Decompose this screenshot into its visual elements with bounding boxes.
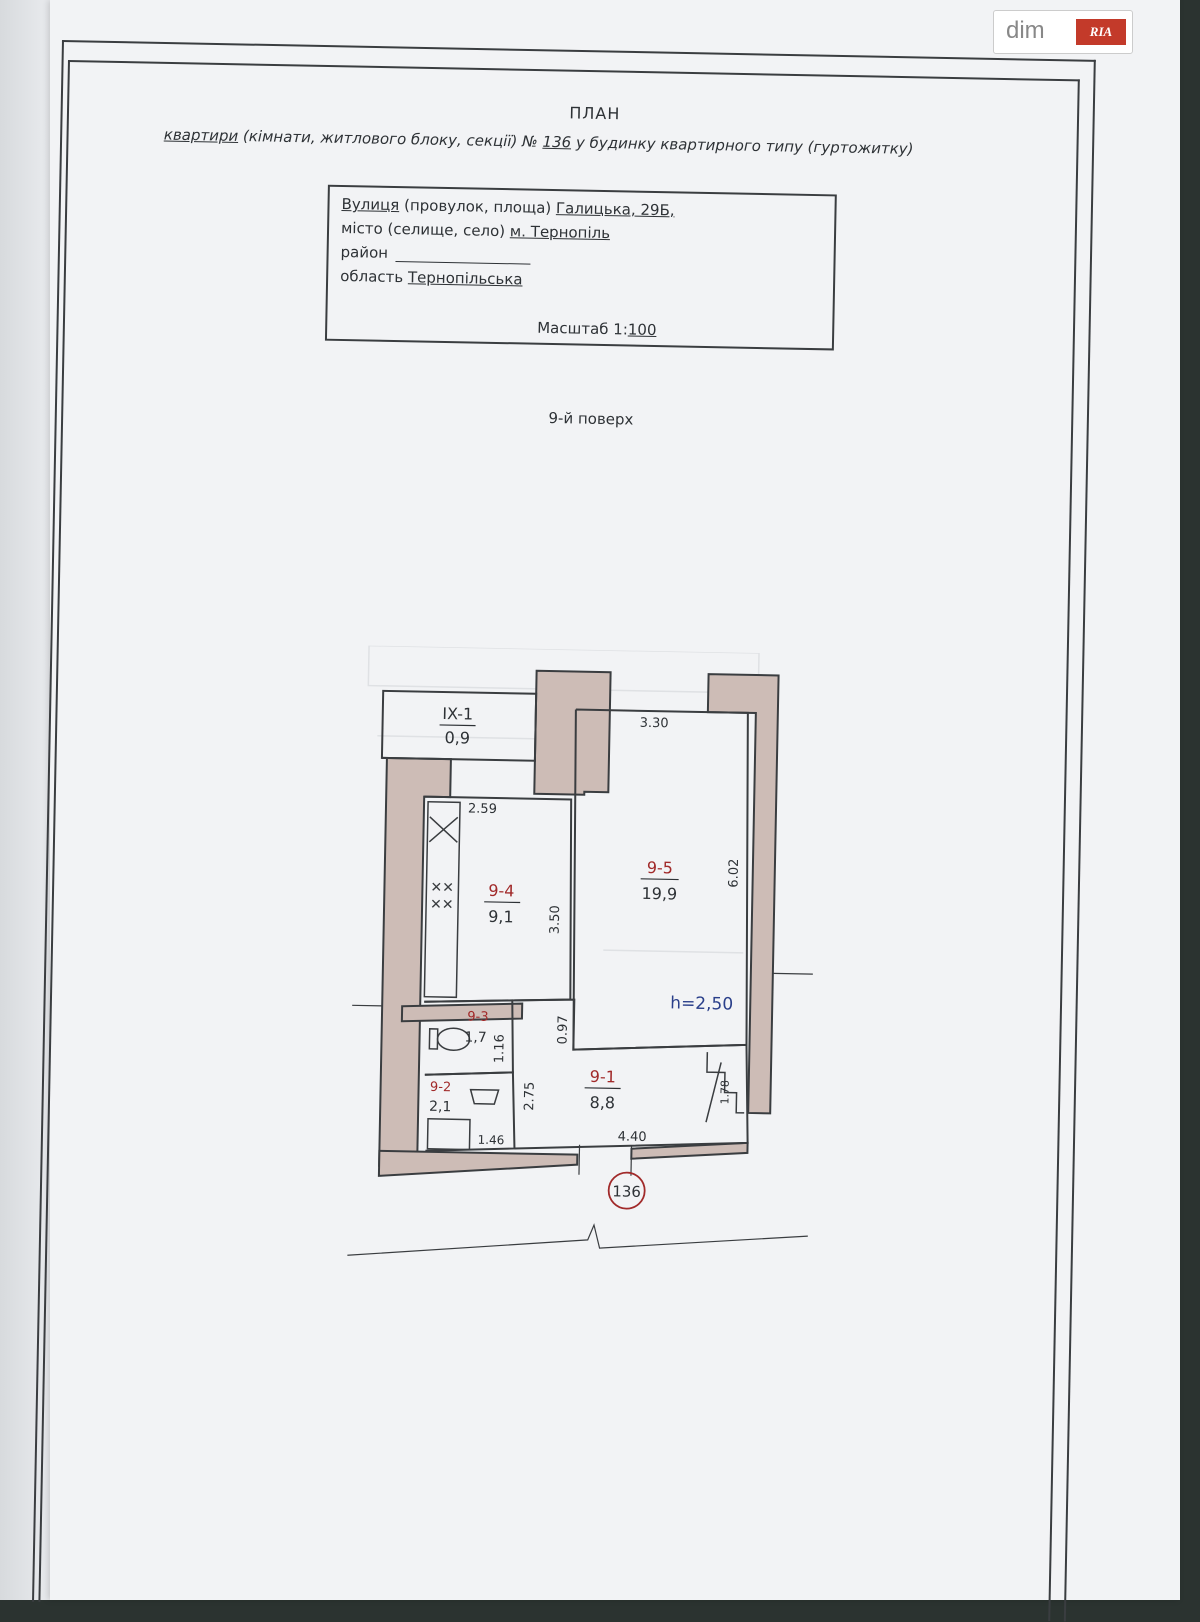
dimension-labels: 3.30 2.59 6.02 3.50 0.97 1.16 2.75 1.78 … — [468, 716, 743, 1148]
room-outlines — [380, 689, 749, 1152]
street-label-rest: (провулок, площа) — [399, 196, 557, 218]
stove-icon-2: ✕✕ — [430, 897, 454, 913]
room-ix1-area: 0,9 — [444, 728, 470, 747]
stair-arrow — [705, 1062, 722, 1123]
dim-2-75: 2.75 — [522, 1082, 538, 1111]
room-9-3-id: 9-3 — [467, 1010, 489, 1025]
washbasin-icon — [469, 1088, 500, 1105]
apartment-marker-circle — [607, 1171, 646, 1210]
page-title: ПЛАН — [569, 103, 621, 124]
wall-top-left — [533, 669, 612, 796]
toilet-tank — [428, 1028, 439, 1050]
room-labels: IX-1 0,9 9-4 9,1 9-5 19,9 9-3 1,7 9-2 2,… — [429, 704, 679, 1115]
shower-tray — [426, 1118, 471, 1151]
ceiling-height: h=2,50 — [670, 993, 733, 1014]
stairs — [705, 1052, 745, 1123]
subtitle-apartment-word: квартири — [163, 125, 239, 145]
kitchen-counter — [423, 800, 461, 999]
wall-left — [378, 756, 452, 1168]
underlying-page — [0, 0, 50, 1600]
kitchen-equipment: ✕✕ ✕✕ — [423, 800, 461, 999]
dim-1-78: 1.78 — [718, 1080, 731, 1105]
district-label: район — [340, 242, 389, 262]
room-9-4-area: 9,1 — [488, 907, 514, 926]
scale-label: Масштаб 1: — [537, 318, 629, 339]
district-line: район — [340, 242, 532, 265]
room-9-4-id: 9-4 — [488, 881, 515, 900]
room-9-1-id: 9-1 — [590, 1067, 617, 1086]
city-value: м. Тернопіль — [509, 222, 611, 243]
street-value: Галицька, 29Б, — [555, 199, 675, 220]
watermark-logo: dim RIA — [993, 10, 1133, 54]
region-label: область — [340, 266, 409, 287]
left-break — [352, 1004, 383, 1007]
room-9-1-rule — [584, 1087, 621, 1090]
dim-4-40: 4.40 — [618, 1129, 647, 1145]
room-ix1-rule — [439, 724, 476, 727]
room-ix1-id: IX-1 — [442, 704, 473, 724]
city-label: місто (селище, село) — [340, 218, 511, 241]
apartment-marker-number: 136 — [612, 1182, 641, 1201]
wall-mid — [400, 1002, 524, 1023]
dim-6-02: 6.02 — [727, 859, 743, 888]
logo-ria-text: RIA — [1076, 19, 1126, 45]
dimension-lines — [347, 972, 813, 1256]
room-9-2-area: 2,1 — [429, 1099, 452, 1115]
dim-1-16: 1.16 — [492, 1034, 508, 1063]
scale-value: 100 — [627, 320, 657, 340]
room-9-5-rule — [640, 878, 679, 881]
wall-bottom-left — [377, 1149, 579, 1177]
floor-label: 9-й поверх — [548, 408, 634, 429]
dim-3-50: 3.50 — [548, 905, 564, 934]
room-9-1-area: 8,8 — [589, 1093, 615, 1112]
room-ix1-outline — [380, 689, 538, 762]
dim-3-30: 3.30 — [639, 716, 668, 732]
apartment-number: 136 — [542, 132, 572, 152]
stair-steps — [706, 1052, 745, 1114]
room-9-1-outline — [514, 998, 749, 1150]
room-9-5-area: 19,9 — [641, 884, 677, 904]
bottom-tick-2 — [630, 1145, 633, 1176]
district-blank — [395, 247, 532, 265]
plan-sheet — [50, 0, 1180, 1600]
wall-top-right — [706, 673, 780, 1115]
page-subtitle: квартири (кімнати, житлового блоку, секц… — [164, 126, 914, 158]
stove-icon: ✕✕ — [430, 880, 454, 896]
region-line: область Тернопільська — [340, 267, 523, 288]
dim-2-59: 2.59 — [468, 802, 497, 818]
dim-0-97: 0.97 — [555, 1015, 571, 1044]
scale-line: Масштаб 1:100 — [537, 319, 657, 339]
subtitle-middle: (кімнати, житлового блоку, секції) № — [238, 126, 543, 151]
street-label: Вулиця — [341, 194, 400, 215]
street-line: Вулиця (провулок, площа) Галицька, 29Б, — [341, 195, 674, 219]
floor-plan: ✕✕ ✕✕ — [347, 645, 813, 1256]
region-value: Тернопільська — [407, 268, 523, 289]
room-9-5-id: 9-5 — [647, 858, 674, 877]
dim-1-46: 1.46 — [477, 1133, 504, 1148]
bath-fixtures — [426, 1027, 500, 1151]
sink-line-2 — [428, 816, 459, 843]
room-9-4-rule — [484, 901, 521, 904]
subtitle-end: у будинку квартирного типу (гуртожитку) — [570, 133, 914, 158]
logo-dim-text: dim — [1006, 17, 1045, 44]
bottom-tick-1 — [578, 1144, 581, 1175]
room-9-2-id: 9-2 — [430, 1080, 452, 1095]
city-line: місто (селище, село) м. Тернопіль — [341, 219, 610, 242]
address-box: Вулиця (провулок, площа) Галицька, 29Б, … — [324, 184, 837, 351]
outer-dim-line — [347, 1223, 808, 1256]
room-9-3-area: 1,7 — [464, 1029, 487, 1045]
right-break — [772, 972, 813, 975]
